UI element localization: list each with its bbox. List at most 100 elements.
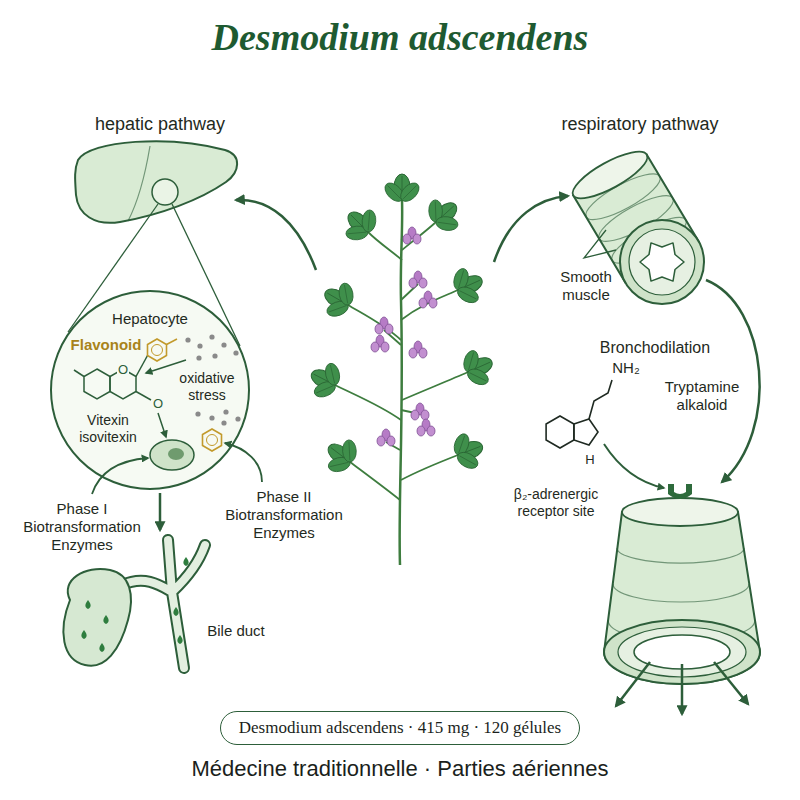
flower bbox=[417, 419, 435, 436]
bile-drop bbox=[177, 635, 182, 644]
plant-flowers bbox=[371, 227, 437, 446]
dot bbox=[221, 342, 226, 347]
enzyme-label: Phase II Biotransformation Enzymes bbox=[214, 488, 354, 542]
bronchus-tube bbox=[604, 512, 760, 684]
plant-leaves bbox=[308, 174, 495, 474]
benzene-ring bbox=[148, 339, 167, 361]
bronchus-cap bbox=[622, 498, 738, 526]
atom-label: NH₂ bbox=[606, 359, 646, 376]
leader-line bbox=[584, 230, 616, 258]
leaf bbox=[465, 366, 491, 388]
benzene-ring bbox=[207, 435, 218, 446]
leaf bbox=[397, 180, 422, 205]
flower bbox=[375, 317, 393, 334]
compound-label: Flavonoid bbox=[64, 336, 148, 354]
product-text: Desmodium adscendens · 415 mg · 120 gélu… bbox=[239, 717, 561, 739]
bile-drop bbox=[183, 557, 188, 566]
enzyme-label: Phase I Biotransformation Enzymes bbox=[12, 500, 152, 554]
flower bbox=[403, 227, 421, 244]
dot bbox=[209, 415, 214, 420]
circle-heading: Hepatocyte bbox=[90, 310, 210, 328]
bronchus-section bbox=[620, 220, 704, 304]
flower bbox=[419, 291, 437, 308]
hepatocyte-cell bbox=[150, 440, 194, 470]
duct bbox=[122, 540, 205, 668]
part-label: Smooth muscle bbox=[551, 268, 621, 304]
hepatocyte-zoom-circle: HepatocyteFlavonoid oxidative stressVitex… bbox=[50, 290, 250, 490]
plant-stem bbox=[400, 200, 403, 565]
stress-label: oxidative stress bbox=[167, 370, 247, 404]
compound-label: Vitexin isovitexin bbox=[63, 412, 153, 446]
flower bbox=[409, 271, 427, 288]
side-chain bbox=[589, 380, 612, 419]
dot bbox=[195, 411, 200, 416]
bronchus-lumen bbox=[640, 243, 684, 281]
bond bbox=[167, 339, 178, 345]
product-pill: Desmodium adscendens · 415 mg · 120 gélu… bbox=[220, 711, 580, 745]
dot bbox=[233, 350, 238, 355]
bond bbox=[136, 392, 151, 401]
receptor-symbol bbox=[668, 484, 692, 499]
flavonoid-ring bbox=[84, 369, 110, 399]
dot bbox=[196, 355, 201, 360]
bond bbox=[74, 370, 84, 377]
leaf bbox=[455, 449, 481, 472]
bond bbox=[136, 356, 148, 377]
atom-label: O bbox=[152, 396, 164, 411]
bronchus-wall bbox=[629, 229, 695, 295]
liver-shape bbox=[75, 141, 237, 223]
leaf bbox=[455, 284, 481, 306]
compound-label: Tryptamine alkaloid bbox=[657, 378, 747, 414]
diagram-title: Desmodium adscendens bbox=[0, 14, 800, 60]
flower bbox=[377, 429, 395, 446]
circle-outline bbox=[51, 291, 249, 489]
benzene-ring bbox=[152, 345, 163, 356]
pathway-heading: respiratory pathway bbox=[525, 113, 755, 135]
flower bbox=[409, 341, 427, 358]
leaf bbox=[342, 440, 357, 463]
bile-drop bbox=[173, 607, 178, 616]
dot bbox=[223, 409, 228, 414]
flower bbox=[371, 335, 389, 352]
airflow-arrow bbox=[681, 664, 684, 714]
dot bbox=[209, 334, 214, 339]
bile-drop bbox=[81, 630, 86, 639]
zoom-circle-ground bbox=[51, 291, 249, 489]
receptor-label: β₂-adrenergic receptor site bbox=[496, 486, 616, 520]
bile-drop bbox=[103, 615, 108, 624]
dot bbox=[221, 420, 226, 425]
zoom-marker bbox=[152, 179, 178, 205]
metabolism-arrow bbox=[158, 413, 166, 437]
benzene-ring bbox=[203, 429, 222, 451]
leaf bbox=[337, 282, 354, 306]
dot bbox=[185, 337, 190, 342]
plant-branch bbox=[335, 222, 468, 500]
bile-drop bbox=[99, 643, 104, 652]
part-label: Bile duct bbox=[191, 622, 281, 640]
cartilage-ring bbox=[580, 166, 665, 228]
dot bbox=[235, 416, 240, 421]
pathway-arrow bbox=[494, 196, 568, 262]
airflow-arrow bbox=[714, 662, 748, 704]
leaf bbox=[323, 362, 341, 387]
airflow-arrow bbox=[616, 662, 650, 706]
flower bbox=[411, 403, 429, 420]
leaf bbox=[361, 209, 376, 232]
cell-nucleus bbox=[168, 448, 184, 460]
pathway-arrow bbox=[236, 200, 316, 270]
bronchus-cap bbox=[567, 143, 653, 206]
bile-drop bbox=[85, 600, 90, 609]
dot bbox=[212, 353, 217, 358]
indole-ring bbox=[546, 416, 574, 448]
atom-label: H bbox=[584, 452, 596, 467]
dot bbox=[197, 343, 202, 348]
flow-arrow bbox=[159, 493, 162, 530]
indole-ring bbox=[574, 419, 598, 445]
pathway-heading: hepatic pathway bbox=[55, 113, 265, 135]
liver-lobe-line bbox=[128, 146, 150, 221]
leaf bbox=[435, 215, 459, 232]
atom-label: O bbox=[117, 362, 129, 377]
binding-arrow bbox=[604, 444, 664, 488]
duct bbox=[122, 540, 205, 668]
